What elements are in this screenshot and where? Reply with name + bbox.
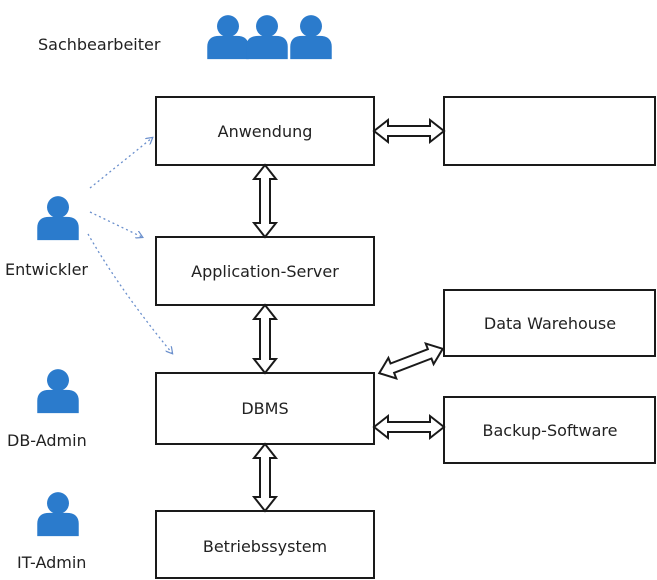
user-group-icon [207, 15, 332, 60]
entwickler-to-application-server-arrow [89, 211, 142, 237]
it-admin-person-icon [37, 492, 79, 537]
box-dbms: DBMS [155, 372, 375, 445]
box-application-server-label: Application-Server [191, 262, 339, 281]
arrow-dbms-betriebssystem [251, 442, 279, 513]
arrow-application-server-dbms [251, 303, 279, 375]
box-betriebssystem-label: Betriebssystem [203, 537, 327, 556]
box-data-warehouse: Data Warehouse [443, 289, 656, 357]
entwickler-person-icon [37, 196, 79, 241]
arrow-dbms-data-warehouse [377, 342, 445, 380]
arrow-anwendung-external [372, 117, 446, 145]
box-backup-software: Backup-Software [443, 396, 656, 464]
box-dbms-label: DBMS [241, 399, 288, 418]
box-anwendung: Anwendung [155, 96, 375, 166]
db-admin-person-icon [37, 369, 79, 414]
arrow-dbms-backup-software [372, 413, 446, 441]
arrow-anwendung-application-server [251, 163, 279, 239]
box-external [443, 96, 656, 166]
label-db-admin: DB-Admin [7, 431, 87, 450]
box-application-server: Application-Server [155, 236, 375, 306]
entwickler-to-anwendung-arrow [89, 138, 152, 189]
label-sachbearbeiter: Sachbearbeiter [38, 35, 161, 54]
label-entwickler: Entwickler [5, 260, 88, 279]
box-data-warehouse-label: Data Warehouse [484, 314, 616, 333]
label-it-admin: IT-Admin [17, 553, 86, 572]
box-betriebssystem: Betriebssystem [155, 510, 375, 579]
entwickler-to-dbms-arrow [87, 233, 172, 353]
box-backup-software-label: Backup-Software [483, 421, 618, 440]
box-anwendung-label: Anwendung [218, 122, 313, 141]
